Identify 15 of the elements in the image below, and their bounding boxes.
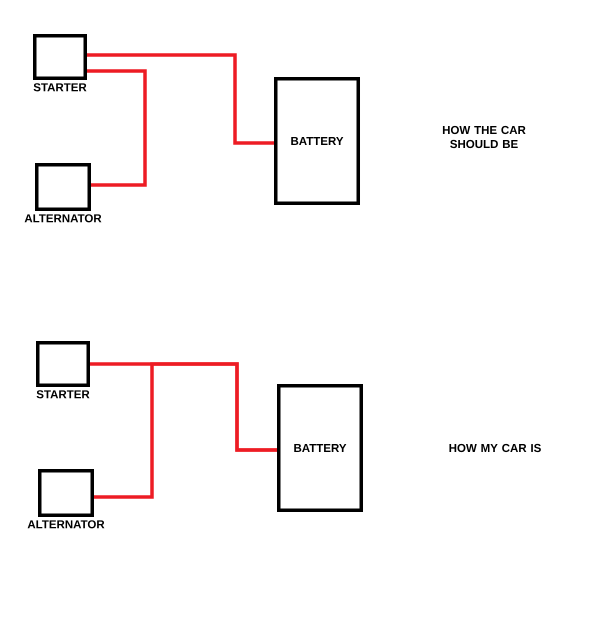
- node-label: ALTERNATOR: [28, 520, 104, 528]
- battery-box: BATTERY: [277, 384, 363, 512]
- node-label: ALTERNATOR: [24, 214, 102, 222]
- component-box: ALTERNATOR: [24, 163, 102, 222]
- wire: [87, 53, 274, 145]
- caption-text: HOW THE CAR SHOULD BE: [442, 126, 526, 148]
- component-box: ALTERNATOR: [28, 469, 104, 528]
- caption-text: HOW MY CAR IS: [449, 444, 541, 452]
- battery-box: BATTERY: [274, 77, 360, 205]
- component-box: STARTER: [36, 341, 90, 398]
- node-label: STARTER: [36, 390, 90, 398]
- component-box: STARTER: [33, 34, 87, 92]
- wire: [87, 69, 147, 187]
- node-label: STARTER: [34, 83, 86, 92]
- wire: [94, 362, 277, 499]
